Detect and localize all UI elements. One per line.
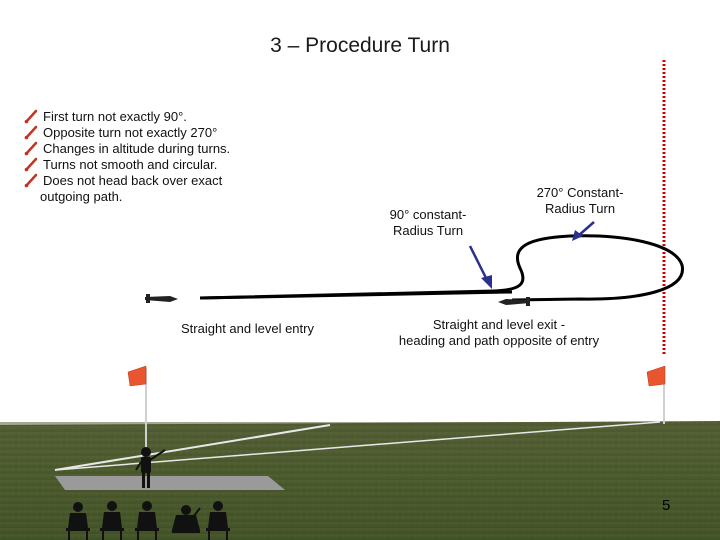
pointer-arrow-90 xyxy=(468,245,490,283)
check-mark-icon xyxy=(24,157,39,172)
label-90-turn-line1: 90° constant- xyxy=(389,207,467,222)
label-entry: Straight and level entry xyxy=(181,321,314,336)
label-exit: Straight and level exit - heading and pa… xyxy=(378,317,620,349)
bullet-item: Changes in altitude during turns. xyxy=(24,141,274,157)
bullet-item: Turns not smooth and circular. xyxy=(24,157,274,173)
bullet-item: Opposite turn not exactly 270° xyxy=(24,125,274,141)
ground-line-left xyxy=(54,424,331,471)
bullet-item: Does not head back over exact xyxy=(24,173,274,189)
bullet-text: Opposite turn not exactly 270° xyxy=(43,125,218,140)
spectator-figure-icon xyxy=(172,505,201,533)
bullet-continuation: outgoing path. xyxy=(24,189,274,205)
error-bullet-list: First turn not exactly 90°. Opposite tur… xyxy=(24,109,274,205)
spectator-figure-icon xyxy=(135,501,159,540)
pilot-pad xyxy=(55,476,285,490)
aircraft-icon xyxy=(145,294,178,303)
pilot-figure-icon xyxy=(135,447,166,488)
bullet-text: Changes in altitude during turns. xyxy=(43,141,231,156)
slide-number: 5 xyxy=(662,497,671,514)
spectator-figure-icon xyxy=(66,502,90,540)
flag-icon xyxy=(127,365,147,387)
bullet-text: First turn not exactly 90°. xyxy=(43,109,187,124)
check-mark-icon xyxy=(24,125,39,140)
pointer-arrow-270 xyxy=(577,221,595,237)
bullet-continuation-text: outgoing path. xyxy=(40,189,123,204)
bullet-item: First turn not exactly 90°. xyxy=(24,109,274,125)
label-270-turn-line2: Radius Turn xyxy=(544,201,616,216)
label-90-turn: 90° constant- Radius Turn xyxy=(372,207,484,239)
bullet-text: Turns not smooth and circular. xyxy=(43,157,218,172)
label-270-turn: 270° Constant- Radius Turn xyxy=(520,185,640,217)
flag-icon xyxy=(646,365,666,387)
spectator-figure-icon xyxy=(206,501,230,540)
ground-line-right xyxy=(54,421,661,471)
label-exit-line2: heading and path opposite of entry xyxy=(398,333,600,348)
flight-path-procedure-turn xyxy=(199,234,684,302)
check-mark-icon xyxy=(24,141,39,156)
label-90-turn-line2: Radius Turn xyxy=(392,223,464,238)
check-mark-icon xyxy=(24,109,39,124)
check-mark-icon xyxy=(24,173,39,188)
slide-title: 3 – Procedure Turn xyxy=(270,34,450,57)
spectator-figure-icon xyxy=(100,501,124,540)
label-270-turn-line1: 270° Constant- xyxy=(536,185,624,200)
aircraft-icon xyxy=(498,297,530,306)
label-exit-line1: Straight and level exit - xyxy=(432,317,566,332)
bullet-text: Does not head back over exact xyxy=(43,173,223,188)
